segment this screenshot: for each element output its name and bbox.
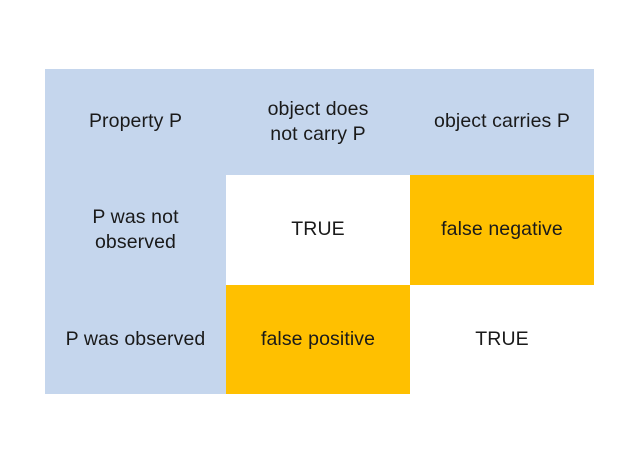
cell-false-negative: false negative xyxy=(410,175,594,285)
confusion-matrix-table: Property P object does not carry P objec… xyxy=(45,69,594,394)
row-header-p-was-not-observed: P was not observed xyxy=(45,175,226,285)
row-header-p-was-observed: P was observed xyxy=(45,285,226,394)
matrix-corner-header: Property P xyxy=(45,69,226,175)
cell-true-negative: TRUE xyxy=(226,175,410,285)
column-header-object-carries-p: object carries P xyxy=(410,69,594,175)
cell-false-positive: false positive xyxy=(226,285,410,394)
cell-true-positive: TRUE xyxy=(410,285,594,394)
column-header-object-does-not-carry-p: object does not carry P xyxy=(226,69,410,175)
